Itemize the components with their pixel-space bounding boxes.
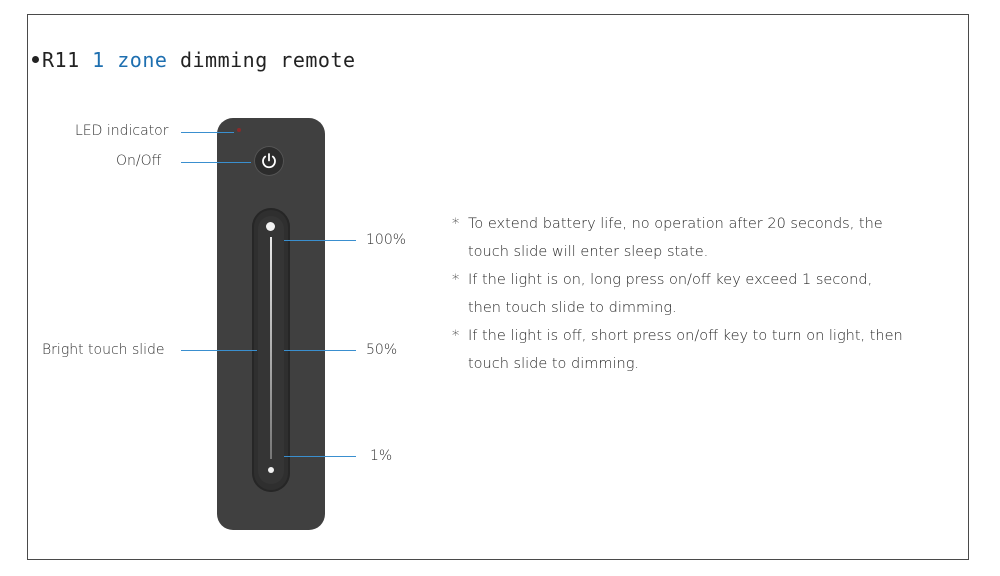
power-button — [254, 146, 284, 176]
bullet-icon — [32, 56, 39, 63]
note-star: * — [452, 328, 460, 344]
level-1-label: 1% — [370, 448, 393, 464]
note-item: * If the light is off, short press on/of… — [450, 322, 970, 378]
note-line: To extend battery life, no operation aft… — [468, 216, 883, 232]
note-line: touch slide will enter sleep state. — [468, 244, 709, 260]
note-item: * To extend battery life, no operation a… — [450, 210, 970, 266]
notes-list: * To extend battery life, no operation a… — [450, 210, 970, 378]
level-100-leader — [284, 240, 356, 241]
led-indicator-label: LED indicator — [75, 123, 169, 139]
touch-slide-line — [270, 237, 272, 459]
bright-touch-slide-leader — [181, 350, 257, 351]
title-highlight: 1 zone — [92, 48, 168, 72]
page-title: R11 1 zone dimming remote — [32, 48, 356, 72]
note-line: If the light is off, short press on/off … — [468, 328, 903, 344]
led-indicator-leader — [181, 132, 234, 133]
slide-bottom-dot — [268, 467, 274, 473]
level-50-leader — [284, 350, 356, 351]
level-1-leader — [284, 456, 356, 457]
title-prefix: R11 — [42, 48, 93, 72]
note-star: * — [452, 216, 460, 232]
on-off-label: On/Off — [116, 153, 162, 169]
led-indicator-dot — [237, 128, 241, 132]
on-off-leader — [181, 162, 251, 163]
level-50-label: 50% — [366, 342, 398, 358]
power-icon — [262, 153, 276, 169]
note-line: then touch slide to dimming. — [468, 300, 677, 316]
figure-frame — [27, 14, 969, 560]
note-line: If the light is on, long press on/off ke… — [468, 272, 873, 288]
title-suffix: dimming remote — [167, 48, 356, 72]
bright-touch-slide-label: Bright touch slide — [42, 342, 165, 358]
note-star: * — [452, 272, 460, 288]
level-100-label: 100% — [366, 232, 407, 248]
note-item: * If the light is on, long press on/off … — [450, 266, 970, 322]
slide-top-dot — [266, 222, 275, 231]
note-line: touch slide to dimming. — [468, 356, 640, 372]
